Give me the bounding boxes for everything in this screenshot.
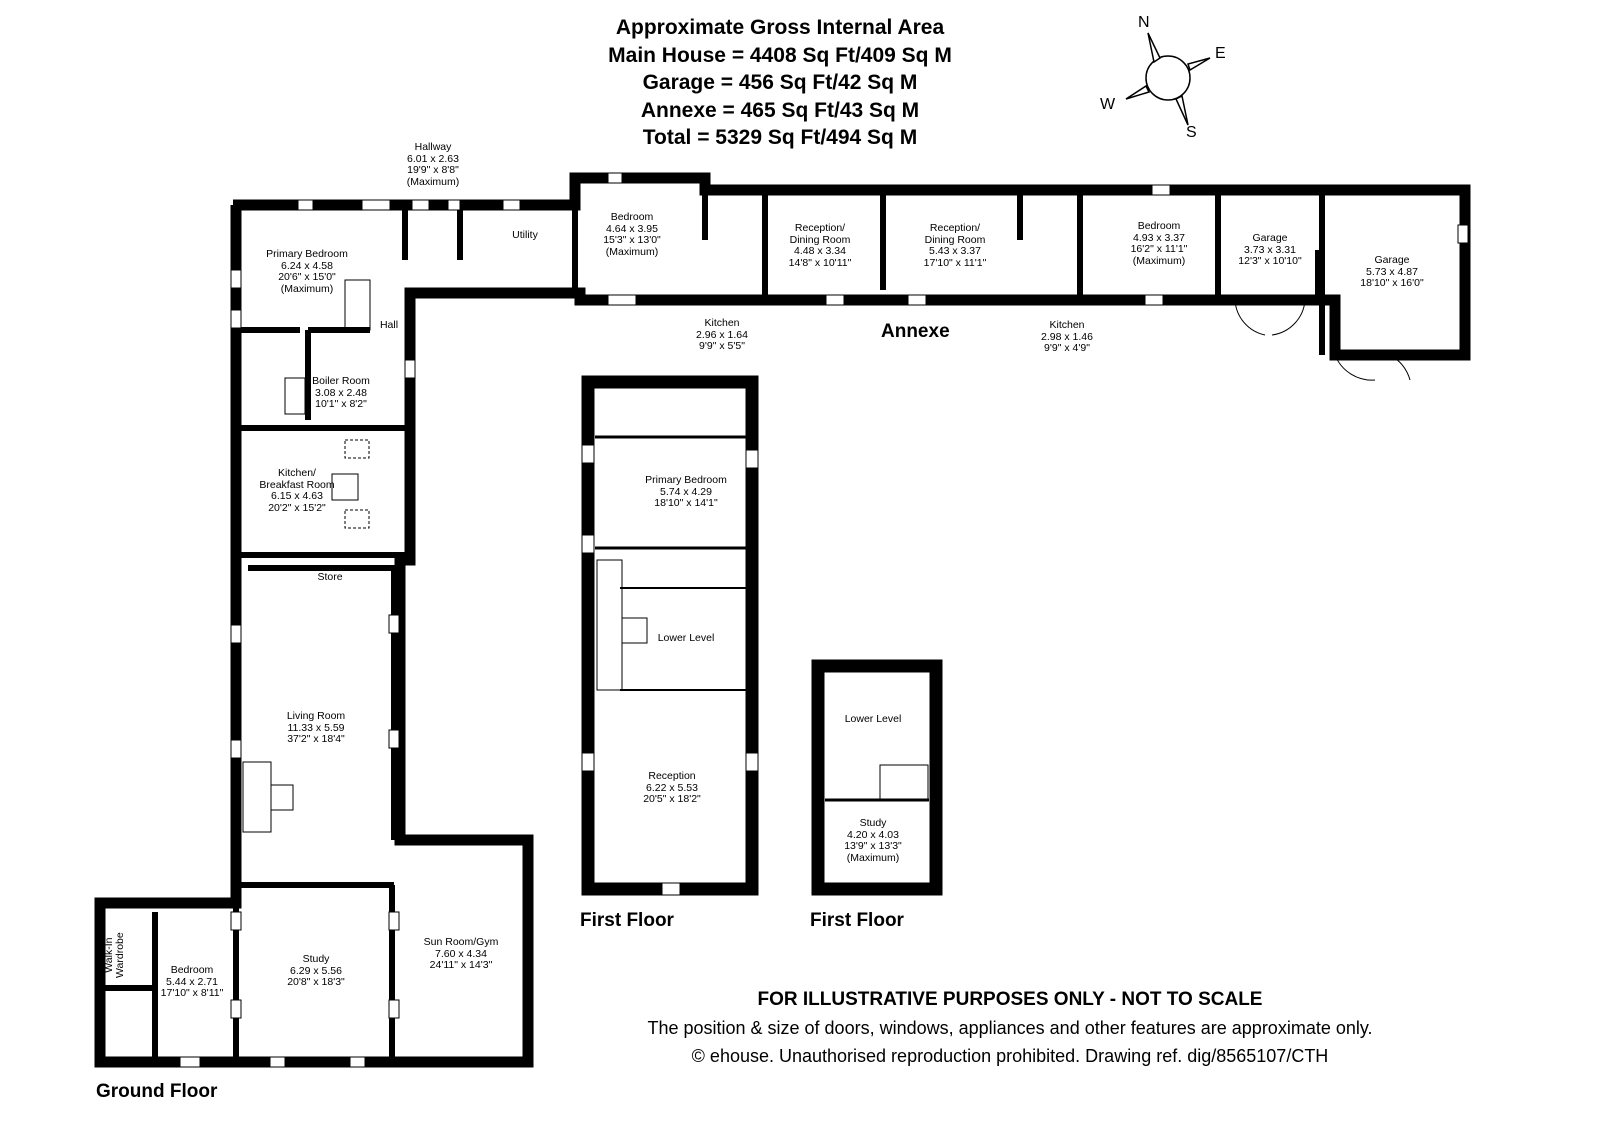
disclaimer: FOR ILLUSTRATIVE PURPOSES ONLY - NOT TO … — [580, 986, 1440, 1070]
room-lower-level-2: Lower Level — [844, 713, 902, 725]
compass-east: E — [1215, 45, 1226, 62]
compass-west: W — [1100, 96, 1116, 113]
stairs-ground-floor — [242, 279, 371, 833]
room-store: Store — [317, 571, 343, 583]
area-total: Total = 5329 Sq Ft/494 Sq M — [642, 126, 918, 149]
label-ground-floor: Ground Floor — [96, 1081, 218, 1102]
disclaimer-heading: FOR ILLUSTRATIVE PURPOSES ONLY - NOT TO … — [757, 989, 1263, 1010]
area-summary: Approximate Gross Internal Area Main Hou… — [560, 14, 1000, 152]
area-annexe: Annexe = 465 Sq Ft/43 Sq M — [640, 98, 920, 122]
room-hall: Hall — [379, 319, 399, 331]
walls-ground-floor — [94, 172, 1471, 1068]
first-floor-interior — [595, 435, 929, 802]
label-first-floor-b: First Floor — [810, 910, 904, 931]
copyright-text: © ehouse. Unauthorised reproduction proh… — [691, 1046, 1329, 1066]
compass-north: N — [1138, 14, 1150, 31]
disclaimer-text: The position & size of doors, windows, a… — [647, 1018, 1373, 1038]
compass-icon — [1125, 32, 1211, 126]
label-annexe: Annexe — [881, 321, 950, 342]
area-garage: Garage = 456 Sq Ft/42 Sq M — [642, 71, 918, 94]
area-title: Approximate Gross Internal Area — [615, 16, 945, 39]
walls-first-floor — [581, 375, 943, 896]
label-first-floor-a: First Floor — [580, 910, 674, 931]
first-floor-windows — [581, 444, 759, 896]
room-lower-level-1: Lower Level — [657, 632, 715, 644]
compass-south: S — [1186, 124, 1197, 141]
ground-floor-extra — [284, 299, 1411, 846]
windows — [179, 172, 1469, 1068]
area-main-house: Main House = 4408 Sq Ft/409 Sq M — [608, 43, 952, 67]
room-utility: Utility — [512, 229, 538, 241]
